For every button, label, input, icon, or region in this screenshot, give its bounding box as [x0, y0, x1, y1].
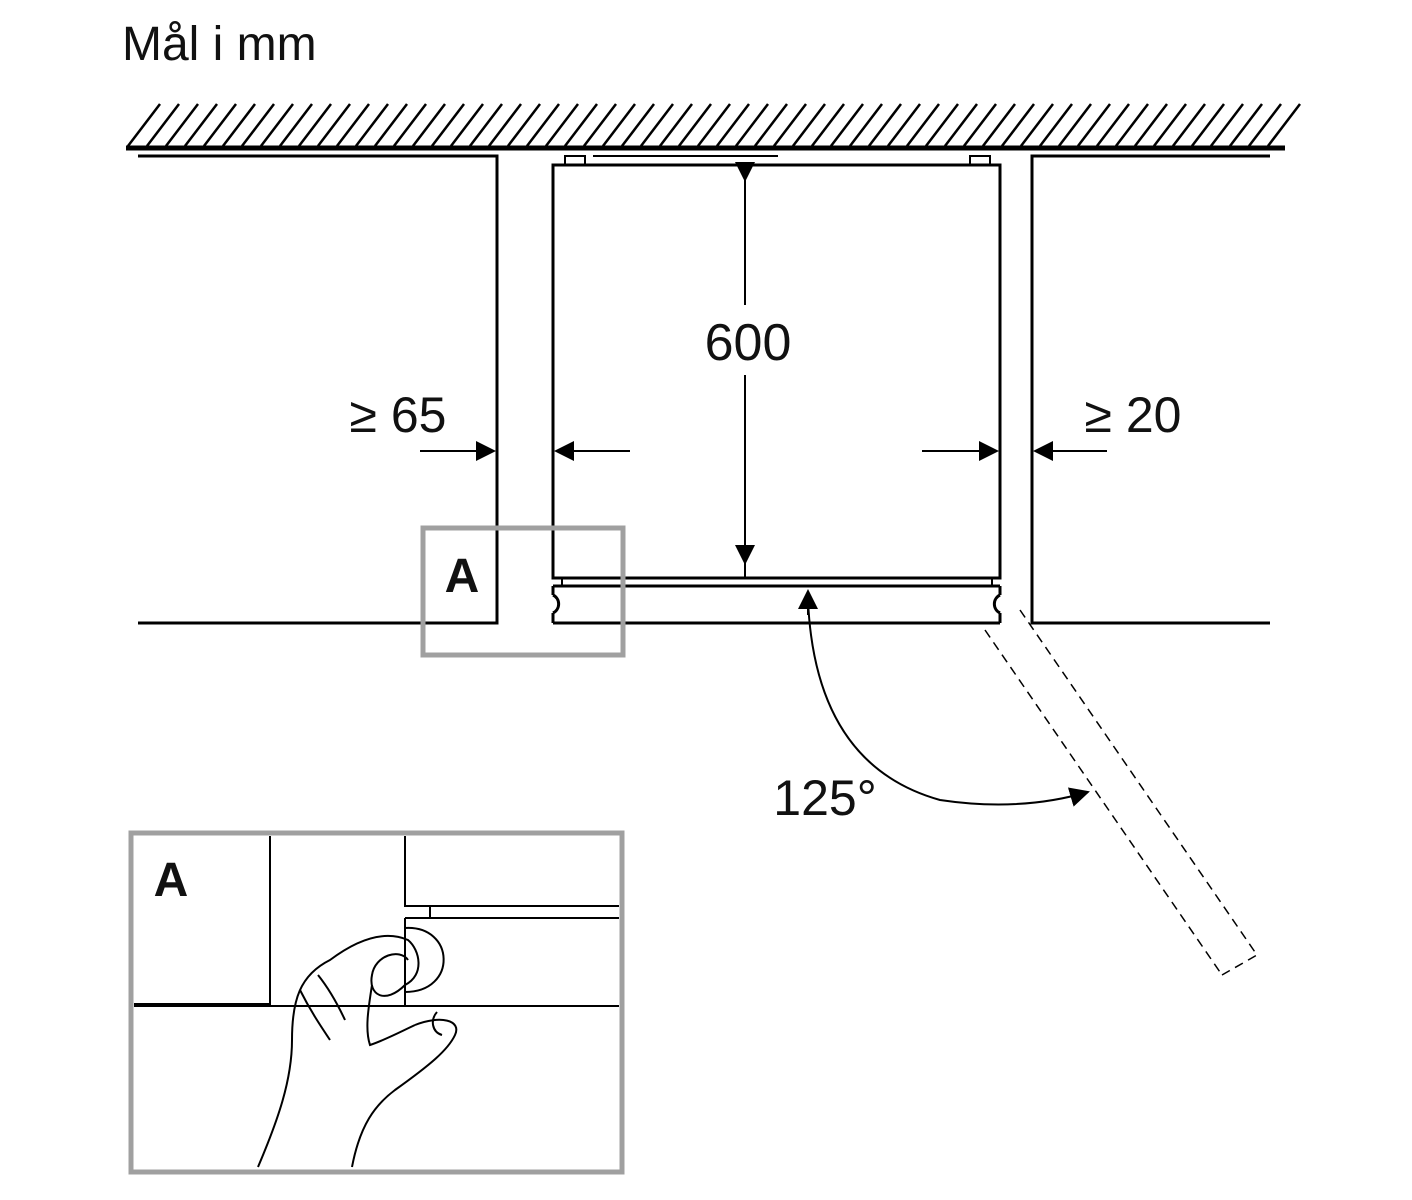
door-angle-arc: [798, 589, 1090, 807]
open-door-outline: [984, 609, 1258, 976]
hatch-line: [127, 103, 161, 147]
hatch-line: [1020, 103, 1054, 147]
detail-title: A: [154, 854, 189, 907]
hatch-line: [564, 103, 598, 147]
hatch-line: [830, 103, 864, 147]
hatch-line: [1039, 103, 1073, 147]
depth-label: 600: [705, 314, 792, 372]
hatch-line: [393, 103, 427, 147]
hatch-line: [1172, 103, 1206, 147]
hatch-line: [602, 103, 636, 147]
hatch-line: [355, 103, 389, 147]
hatch-line: [1115, 103, 1149, 147]
hatch-line: [279, 103, 313, 147]
hatch-line: [963, 103, 997, 147]
hatch-line: [1134, 103, 1168, 147]
hatch-line: [868, 103, 902, 147]
hatch-line: [754, 103, 788, 147]
hatch-line: [811, 103, 845, 147]
hatch-line: [165, 103, 199, 147]
detail-callout: A: [420, 525, 626, 658]
hatch-line: [659, 103, 693, 147]
hatch-line: [773, 103, 807, 147]
hatch-line: [792, 103, 826, 147]
hatch-line: [241, 103, 275, 147]
hatch-line: [203, 103, 237, 147]
units-title: Mål i mm: [122, 18, 317, 71]
hatch-line: [1058, 103, 1092, 147]
hatch-line: [583, 103, 617, 147]
hatch-line: [1001, 103, 1035, 147]
hatch-line: [222, 103, 256, 147]
hatch-line: [1191, 103, 1225, 147]
hatch-line: [184, 103, 218, 147]
right-cabinet: [1030, 154, 1270, 625]
hatch-line: [1229, 103, 1263, 147]
hatch-line: [678, 103, 712, 147]
hatch-line: [507, 103, 541, 147]
hatch-line: [374, 103, 408, 147]
hatch-line: [887, 103, 921, 147]
left-cabinet: [138, 154, 499, 625]
hatch-line: [697, 103, 731, 147]
right-gap-label: ≥ 20: [1085, 387, 1182, 443]
hand-illustration: [257, 935, 458, 1168]
hatch-line: [450, 103, 484, 147]
wall-hatching: [127, 103, 1301, 147]
hatch-line: [1267, 103, 1301, 147]
left-gap-label: ≥ 65: [350, 387, 447, 443]
hatch-line: [412, 103, 446, 147]
hatch-line: [849, 103, 883, 147]
hatch-line: [1096, 103, 1130, 147]
angle-label: 125°: [773, 770, 876, 826]
hatch-line: [1077, 103, 1111, 147]
detail-view: A: [128, 830, 625, 1175]
hatch-line: [317, 103, 351, 147]
detail-marker: A: [445, 550, 480, 603]
hatch-line: [944, 103, 978, 147]
hatch-line: [1153, 103, 1187, 147]
appliance-body: [551, 155, 1002, 580]
hatch-line: [982, 103, 1016, 147]
hatch-line: [469, 103, 503, 147]
hatch-line: [431, 103, 465, 147]
hatch-line: [526, 103, 560, 147]
appliance-door: [551, 578, 1002, 625]
hatch-line: [735, 103, 769, 147]
hatch-line: [545, 103, 579, 147]
hatch-line: [260, 103, 294, 147]
hatch-line: [640, 103, 674, 147]
hatch-line: [1248, 103, 1282, 147]
hatch-line: [621, 103, 655, 147]
hatch-line: [716, 103, 750, 147]
hatch-line: [488, 103, 522, 147]
hatch-line: [925, 103, 959, 147]
hatch-line: [146, 103, 180, 147]
hatch-line: [336, 103, 370, 147]
wall: [126, 103, 1301, 151]
hatch-line: [1210, 103, 1244, 147]
hatch-line: [906, 103, 940, 147]
hatch-line: [298, 103, 332, 147]
